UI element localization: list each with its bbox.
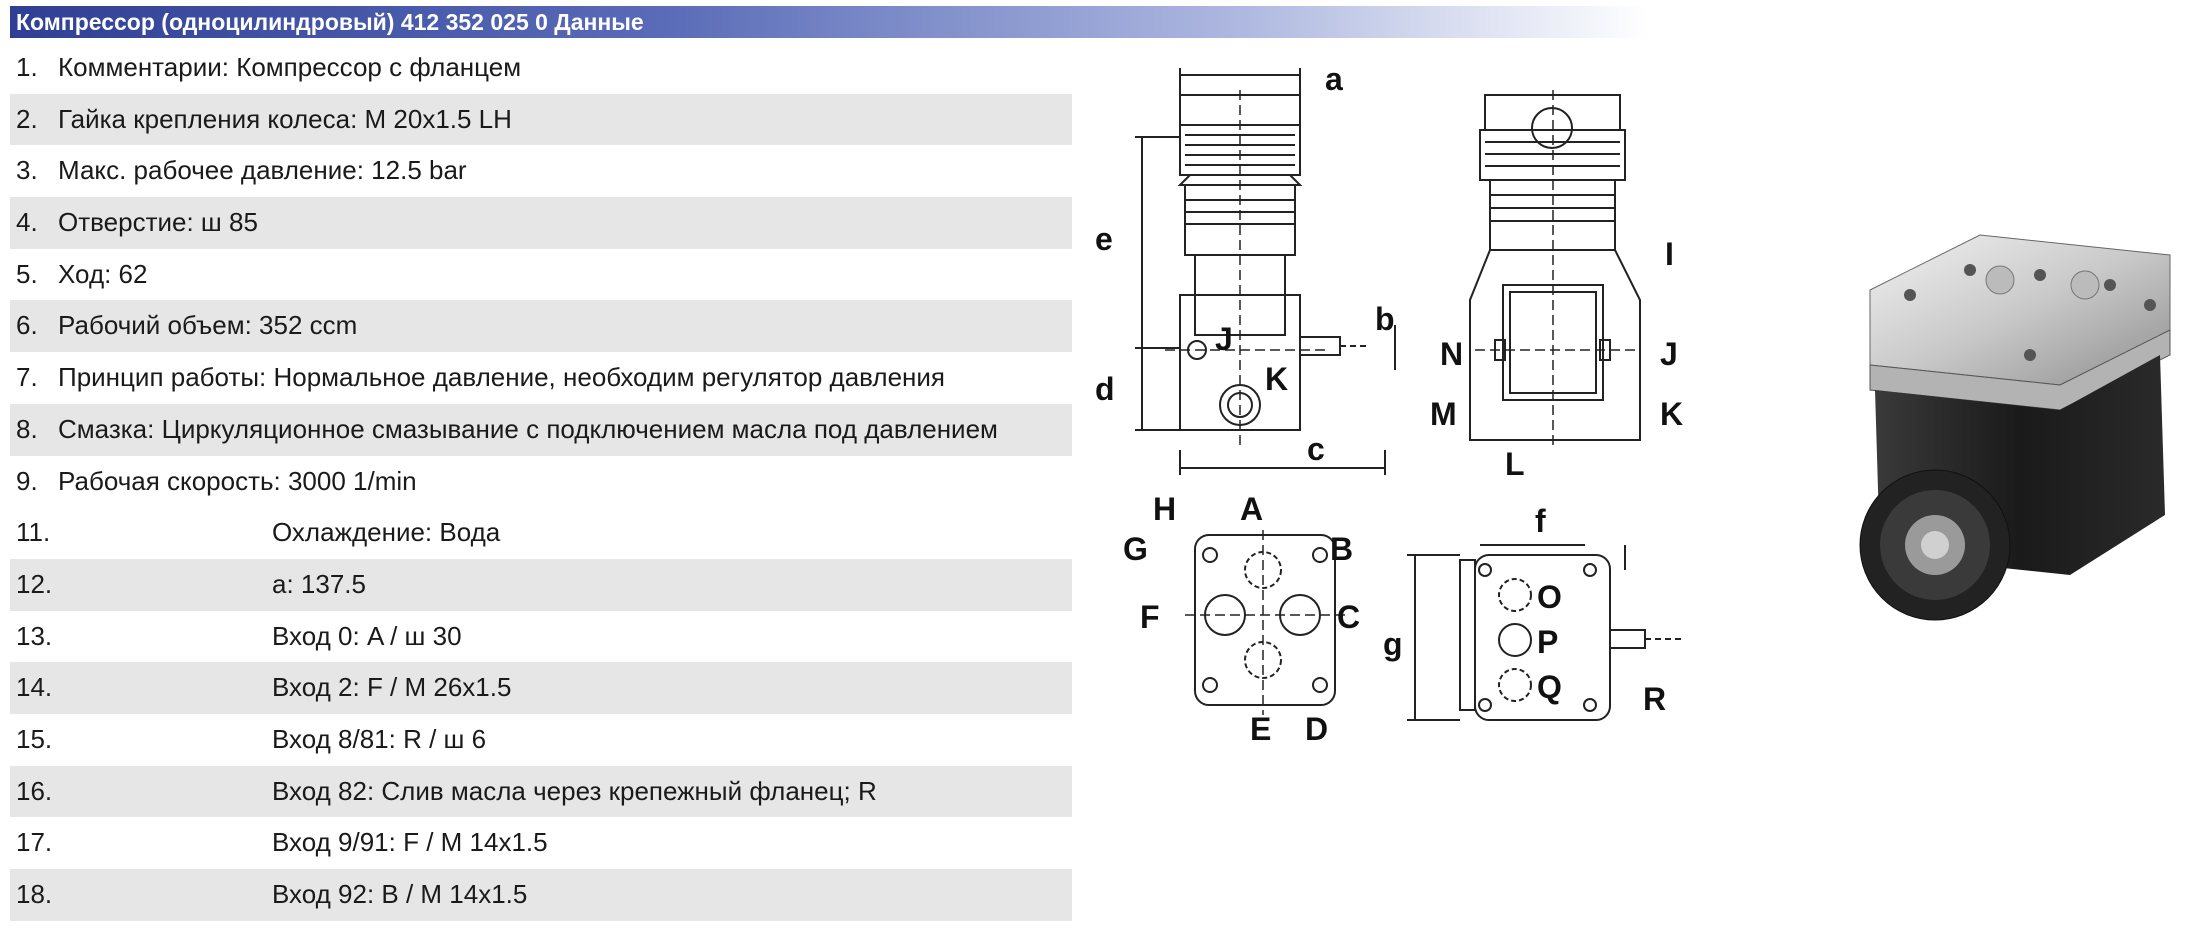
item-text: Гайка крепления колеса: M 20x1.5 LH (58, 103, 512, 134)
item-number: 2. (16, 103, 38, 134)
port-label-d: D (1305, 711, 1328, 740)
item-number: 1. (16, 52, 38, 82)
dim-label-a: a (1325, 61, 1343, 97)
list-item: 13. Вход 0: A / ш 30 (10, 611, 1072, 663)
list-item: 8. Смазка: Циркуляционное смазывание с по… (10, 403, 1072, 456)
item-text: Макс. рабочее давление: 12.5 bar (58, 155, 467, 186)
item-number: 12. (16, 568, 53, 599)
list-item: 3. Макс. рабочее давление: 12.5 bar (10, 145, 1072, 197)
list-item: 2. Гайка крепления колеса: M 20x1.5 LH (10, 93, 1072, 146)
port-label-q: Q (1537, 669, 1562, 705)
item-text: Принцип работы: Нормальное давление, нео… (58, 362, 945, 393)
list-item: 9. Рабочая скорость: 3000 1/min (10, 456, 1072, 508)
port-label-j-side: J (1215, 321, 1233, 357)
item-text: Вход 0: A / ш 30 (272, 620, 462, 651)
port-label-j: J (1660, 336, 1678, 372)
port-label-o: O (1537, 579, 1562, 615)
port-label-a: A (1240, 491, 1263, 527)
port-label-k-side: K (1265, 361, 1288, 397)
item-text: a: 137.5 (272, 568, 366, 599)
list-item: 5. Ход: 62 (10, 249, 1072, 301)
list-item: 11. Охлаждение: Вода (10, 507, 1072, 559)
list-item: 12. a: 137.5 (10, 558, 1072, 611)
item-text: Смазка: Циркуляционное смазывание с подк… (58, 413, 998, 444)
list-item: 16. Вход 82: Слив масла через крепежный ф… (10, 765, 1072, 818)
port-label-f: F (1140, 599, 1160, 635)
list-item: 14. Вход 2: F / M 26x1.5 (10, 662, 1072, 714)
front-view-drawing (1469, 90, 1641, 450)
dim-label-g: g (1383, 626, 1403, 662)
item-number: 11. (16, 517, 51, 548)
title-bar: Компрессор (одноцилиндровый) 412 352 025… (10, 6, 1650, 38)
item-text: Ход: 62 (58, 258, 148, 289)
port-label-b: B (1330, 531, 1353, 567)
item-number: 8. (16, 413, 38, 444)
item-text: Вход 82: Слив масла через крепежный флан… (272, 775, 877, 806)
item-text: Вход 92: B / M 14x1.5 (272, 879, 528, 909)
item-number: 13. (16, 620, 53, 651)
item-number: 4. (16, 207, 38, 238)
port-label-e: E (1250, 711, 1271, 740)
item-number: 14. (16, 672, 53, 703)
list-item: 7. Принцип работы: Нормальное давление, н… (10, 352, 1072, 404)
port-label-m: M (1430, 396, 1457, 432)
list-item: 4. Отверстие: ш 85 (10, 197, 1072, 249)
list-item: 1. Комментарии: Компрессор с фланцем (10, 42, 1072, 94)
item-text: Рабочая скорость: 3000 1/min (58, 465, 417, 496)
item-number: 5. (16, 258, 38, 289)
item-text: Вход 8/81: R / ш 6 (272, 723, 487, 754)
top-view-drawing (1185, 530, 1345, 715)
item-number: 18. (16, 879, 53, 909)
list-item: 6. Рабочий объем: 352 ccm (10, 300, 1072, 353)
item-text: Охлаждение: Вода (272, 517, 501, 548)
item-text: Вход 2: F / M 26x1.5 (272, 672, 512, 703)
dim-label-b: b (1375, 301, 1395, 337)
side-view-drawing (1135, 68, 1396, 475)
list-item: 15. Вход 8/81: R / ш 6 (10, 714, 1072, 766)
item-number: 6. (16, 310, 38, 341)
technical-drawings: a b c d e J K I N J M K L H A G B F C E … (1095, 61, 1685, 740)
dim-label-e: e (1095, 221, 1113, 257)
list-item: 17. Вход 9/91: F / M 14x1.5 (10, 817, 1072, 869)
port-label-l: L (1505, 446, 1525, 482)
item-number: 15. (16, 723, 53, 754)
port-label-k: K (1660, 396, 1683, 432)
port-label-r: R (1643, 681, 1666, 717)
compressor-photo (1859, 234, 2171, 621)
item-text: Вход 9/91: F / M 14x1.5 (272, 827, 548, 858)
item-text: Отверстие: ш 85 (58, 207, 258, 238)
dim-label-d: d (1095, 371, 1115, 407)
page-title: Компрессор (одноцилиндровый) 412 352 025… (16, 9, 644, 35)
port-label-g: G (1123, 531, 1148, 567)
port-label-h: H (1153, 491, 1176, 527)
port-label-c: C (1337, 599, 1360, 635)
port-label-p: P (1537, 624, 1558, 660)
port-label-i: I (1665, 236, 1674, 272)
item-number: 17. (16, 827, 53, 858)
data-list: 1. Комментарии: Компрессор с фланцем 2. Га… (10, 42, 1072, 921)
item-text: Рабочий объем: 352 ccm (58, 310, 358, 341)
item-number: 3. (16, 155, 38, 186)
list-item: 18. Вход 92: B / M 14x1.5 (10, 869, 1072, 921)
port-label-n: N (1440, 336, 1463, 372)
dim-label-c: c (1307, 431, 1325, 467)
item-text: Комментарии: Компрессор с фланцем (58, 52, 522, 82)
item-number: 16. (16, 775, 53, 806)
item-number: 7. (16, 362, 38, 393)
item-number: 9. (16, 465, 38, 496)
head-view-drawing (1407, 544, 1685, 721)
dim-label-f: f (1535, 503, 1546, 539)
